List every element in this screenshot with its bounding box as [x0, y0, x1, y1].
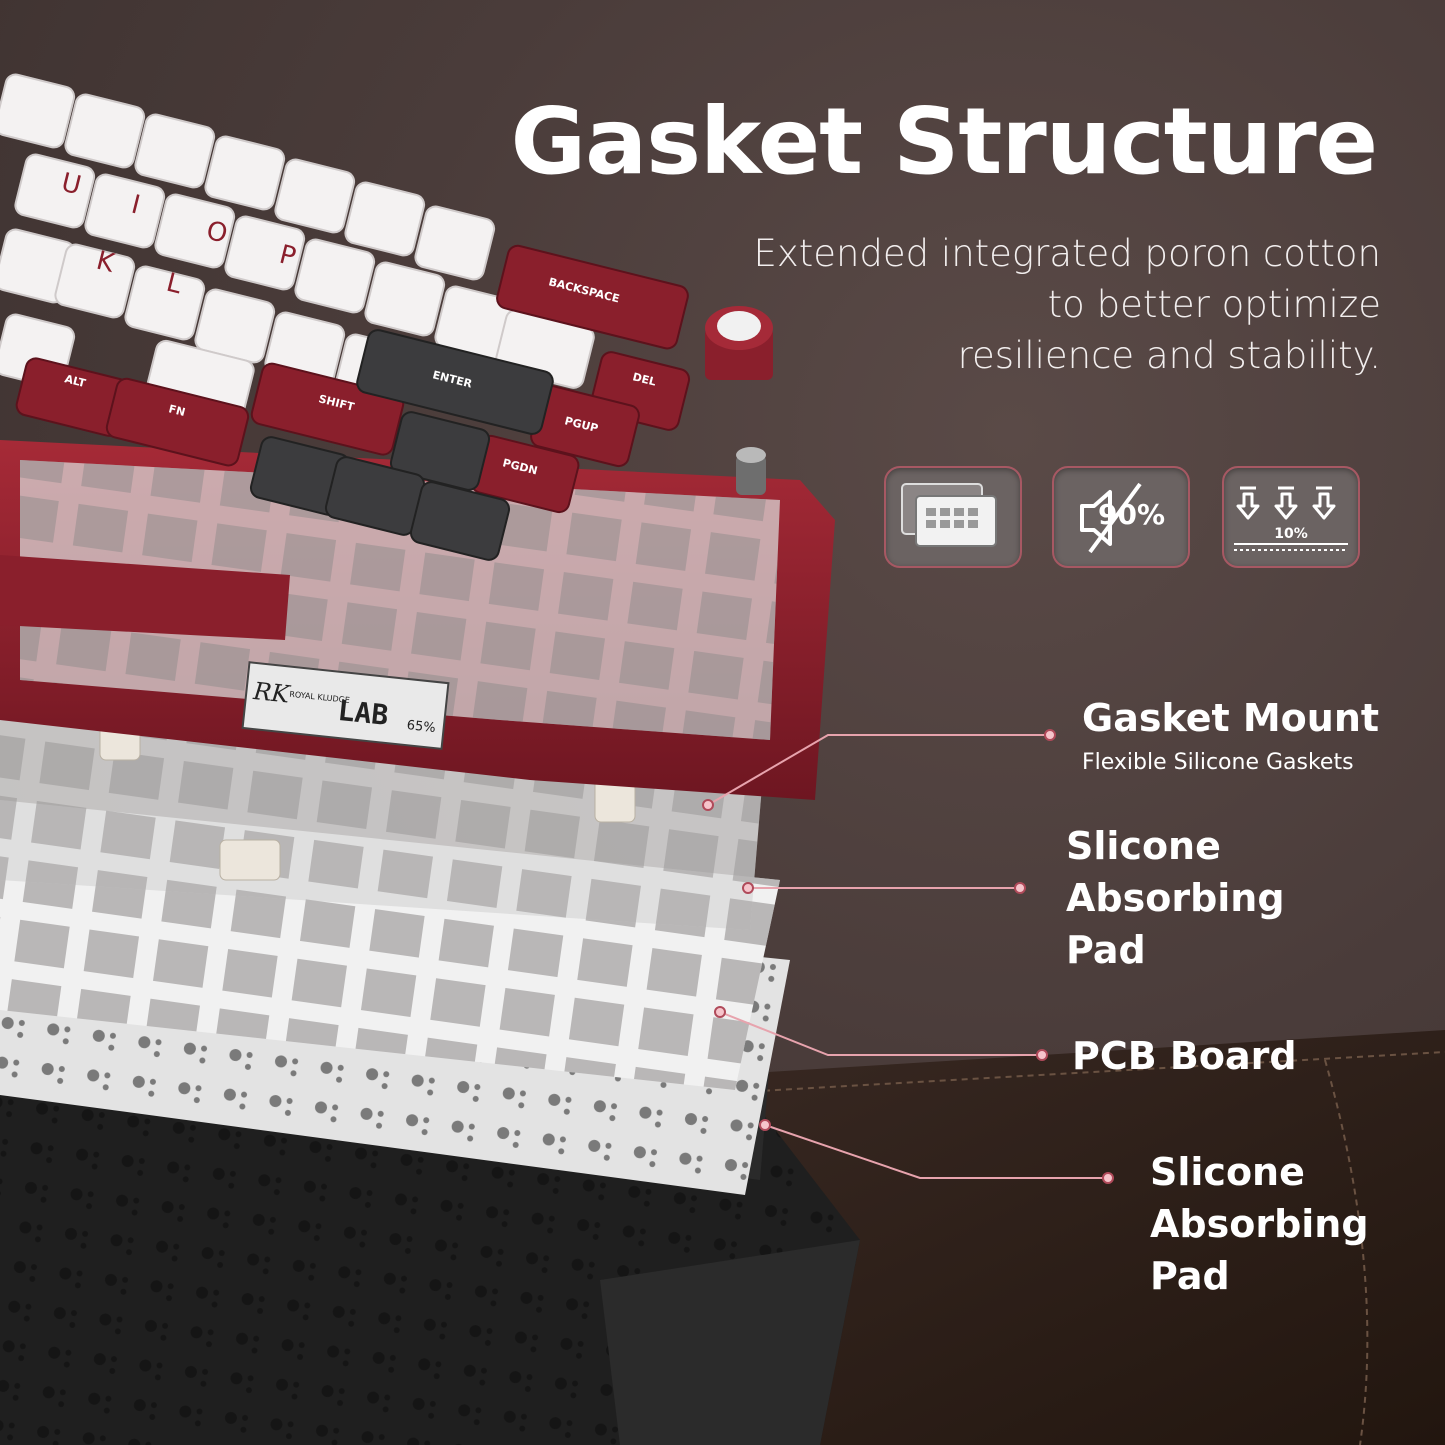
rotary-knob	[705, 306, 773, 380]
svg-text:DEL: DEL	[631, 370, 657, 388]
compression-arrows-icon: 10%	[1222, 466, 1360, 568]
keycaps: BACKSPACE ENTER SHIFT ALT FN DEL PGUP PG…	[0, 73, 691, 561]
gasket-mount-title: Gasket Mount	[1082, 696, 1380, 740]
gasket-mount-desc: Flexible Silicone Gaskets	[1082, 750, 1354, 775]
sound-reduction-value: 90%	[1098, 498, 1166, 531]
model-name: LAB	[336, 694, 390, 732]
leader-dot-gasket	[702, 799, 714, 811]
compression-value: 10%	[1274, 526, 1308, 542]
pcb-board-title: PCB Board	[1072, 1034, 1297, 1078]
subtitle-line-3: resilience and stability.	[957, 334, 1381, 377]
leader-dot-pcb	[714, 1006, 726, 1018]
rk-logo: RK	[251, 677, 293, 709]
subtitle: Extended integrated poron cotton to bett…	[681, 228, 1381, 381]
size-label: 65%	[406, 718, 436, 736]
page-title: Gasket Structure	[510, 88, 1378, 195]
leader-dot-bottom-pad	[759, 1119, 771, 1131]
label-gasket-mount: Gasket Mount Flexible Silicone Gaskets	[1082, 692, 1379, 778]
layered-plate-icon	[884, 466, 1022, 568]
svg-text:ALT: ALT	[63, 372, 87, 390]
bottom-pad-line-1: Slicone	[1150, 1150, 1305, 1194]
label-bottom-silicone-pad: Slicone Absorbing Pad	[1150, 1146, 1369, 1302]
upper-pad-line-1: Slicone	[1066, 824, 1221, 868]
subtitle-line-2: to better optimize	[1047, 283, 1381, 326]
sound-reduction-icon: 90%	[1052, 466, 1190, 568]
label-pcb-board: PCB Board	[1072, 1030, 1297, 1082]
bottom-pad-line-3: Pad	[1150, 1254, 1230, 1298]
svg-text:FN: FN	[167, 402, 186, 419]
subtitle-line-1: Extended integrated poron cotton	[753, 232, 1381, 275]
brand-badge: RK ROYAL KLUDGE LAB 65%	[241, 661, 450, 750]
bottom-pad-line-2: Absorbing	[1150, 1202, 1369, 1246]
leader-dot-upper-pad	[742, 882, 754, 894]
label-upper-silicone-pad: Slicone Absorbing Pad	[1066, 820, 1285, 976]
upper-pad-line-3: Pad	[1066, 928, 1146, 972]
svg-text:P: P	[276, 240, 298, 273]
upper-pad-line-2: Absorbing	[1066, 876, 1285, 920]
